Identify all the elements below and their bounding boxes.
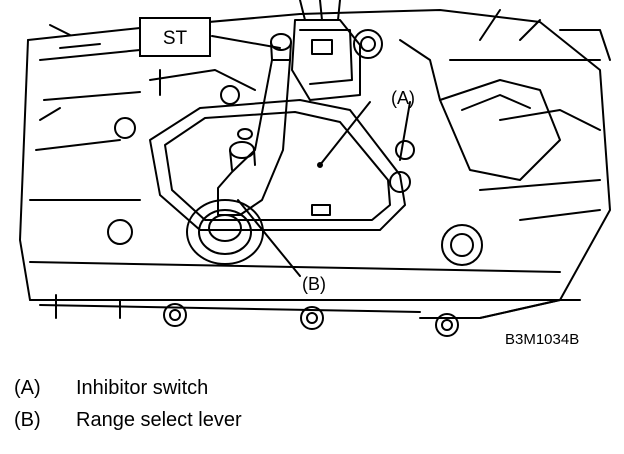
st-tag-label: ST (163, 28, 188, 49)
legend-item-range-select-lever: (B) Range select lever (14, 404, 242, 436)
legend-key: (B) (14, 408, 41, 431)
callout-b: (B) (302, 274, 326, 294)
transmission-housing (19, 9, 611, 319)
housing-bolts (39, 29, 483, 337)
st-tag-box (139, 17, 211, 57)
switch-connector (291, 0, 361, 101)
legend-item-inhibitor-switch: (A) Inhibitor switch (14, 372, 242, 404)
legend-label: Inhibitor switch (76, 376, 209, 399)
callout-a: (A) (391, 88, 415, 108)
legend-label: Range select lever (76, 408, 242, 431)
legend-key: (A) (14, 376, 41, 399)
legend: (A) Inhibitor switch (B) Range select le… (14, 372, 242, 436)
callout-leaders (211, 35, 411, 277)
range-select-lever (186, 33, 292, 265)
figure-code: B3M1034B (505, 331, 580, 348)
